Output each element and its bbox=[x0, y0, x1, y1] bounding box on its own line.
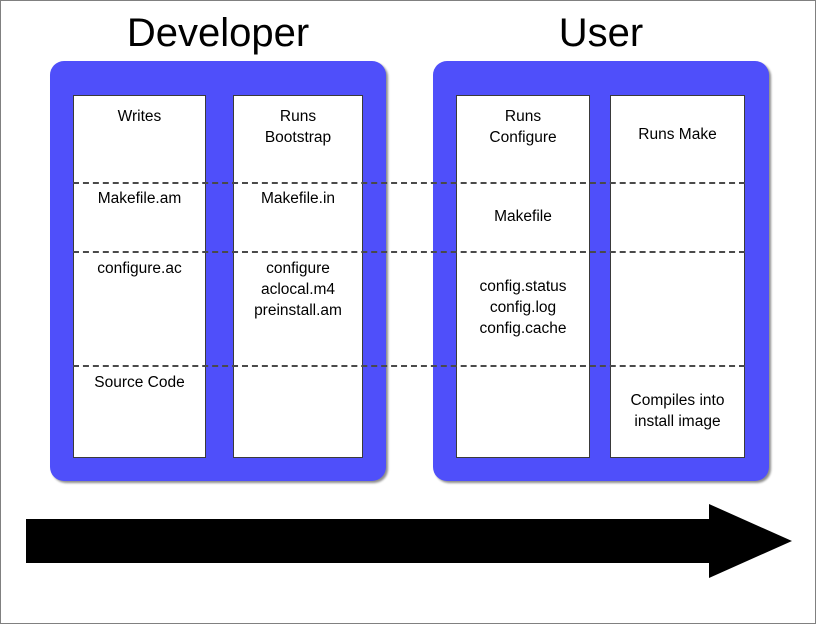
cell-bootstrap-makefile-in: Makefile.in bbox=[260, 190, 336, 207]
cell-writes-configure-ac: configure.ac bbox=[97, 260, 182, 277]
row-separator-1 bbox=[73, 182, 745, 184]
row-separator-3 bbox=[73, 365, 745, 367]
cell-make-empty-2 bbox=[611, 258, 744, 372]
cell-writes-source-code: Source Code bbox=[94, 374, 185, 391]
cell-make-stage: Runs Make bbox=[638, 126, 717, 143]
cell-writes-stage: Writes bbox=[117, 108, 162, 125]
row-separator-2 bbox=[73, 251, 745, 253]
left-to-right-progress-arrow bbox=[26, 504, 792, 578]
cell-make-empty-1 bbox=[611, 188, 744, 257]
developer-section-title: Developer bbox=[126, 11, 310, 55]
cell-configure-makefile: Makefile bbox=[494, 208, 552, 225]
cell-writes-makefile-am: Makefile.am bbox=[97, 190, 182, 207]
column-writes: Writes Makefile.am configure.ac Source C… bbox=[73, 95, 206, 458]
cell-bootstrap-empty bbox=[234, 372, 362, 458]
user-section-title: User bbox=[558, 11, 644, 55]
cell-configure-empty bbox=[457, 372, 589, 458]
